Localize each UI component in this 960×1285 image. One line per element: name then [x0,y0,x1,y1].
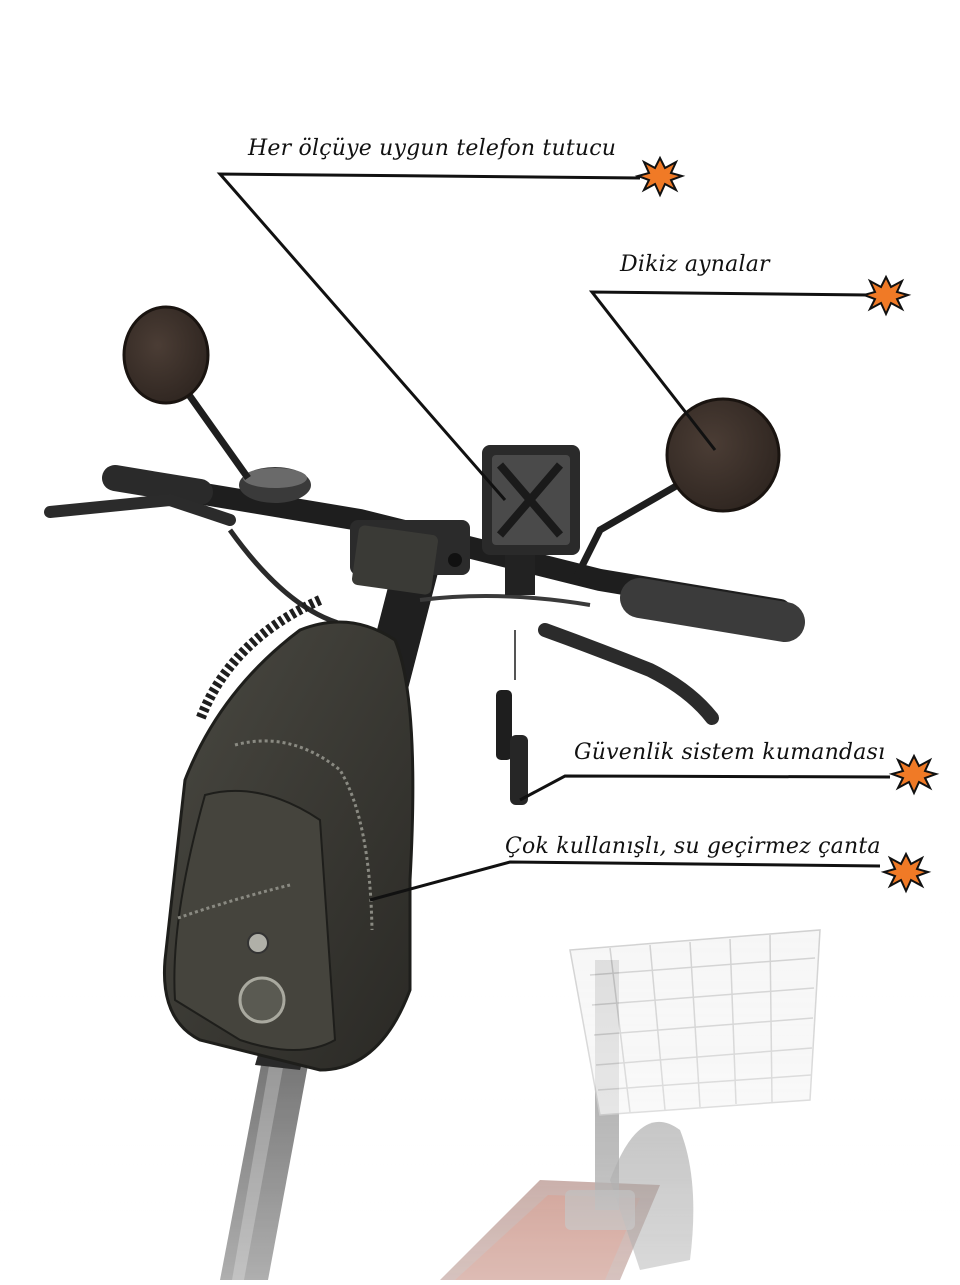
orange-burst-icon [634,155,686,198]
security-remote [496,630,528,805]
leader-line-phone [216,172,641,501]
leader-lines [216,172,891,902]
orange-burst-icon [860,274,912,317]
bag-annotation: Çok kullanışlı, su geçirmez çanta [505,834,881,859]
orange-burst-icon [880,851,932,894]
remote-annotation: Güvenlik sistem kumandası [574,740,886,765]
leader-line-mirror [588,290,869,451]
right-mirror [571,397,781,582]
scooter-body [0,900,960,1280]
left-mirror [122,305,251,481]
shoulder-bag [162,525,439,1072]
leader-line-remote [519,774,891,802]
phone-holder [482,445,580,595]
phone-holder-annotation: Her ölçüye uygun telefon tutucu [248,136,617,161]
mirrors-annotation: Dikiz aynalar [620,252,770,277]
orange-burst-icon [888,753,940,796]
leader-line-bag [369,860,881,902]
handlebar [44,465,805,725]
